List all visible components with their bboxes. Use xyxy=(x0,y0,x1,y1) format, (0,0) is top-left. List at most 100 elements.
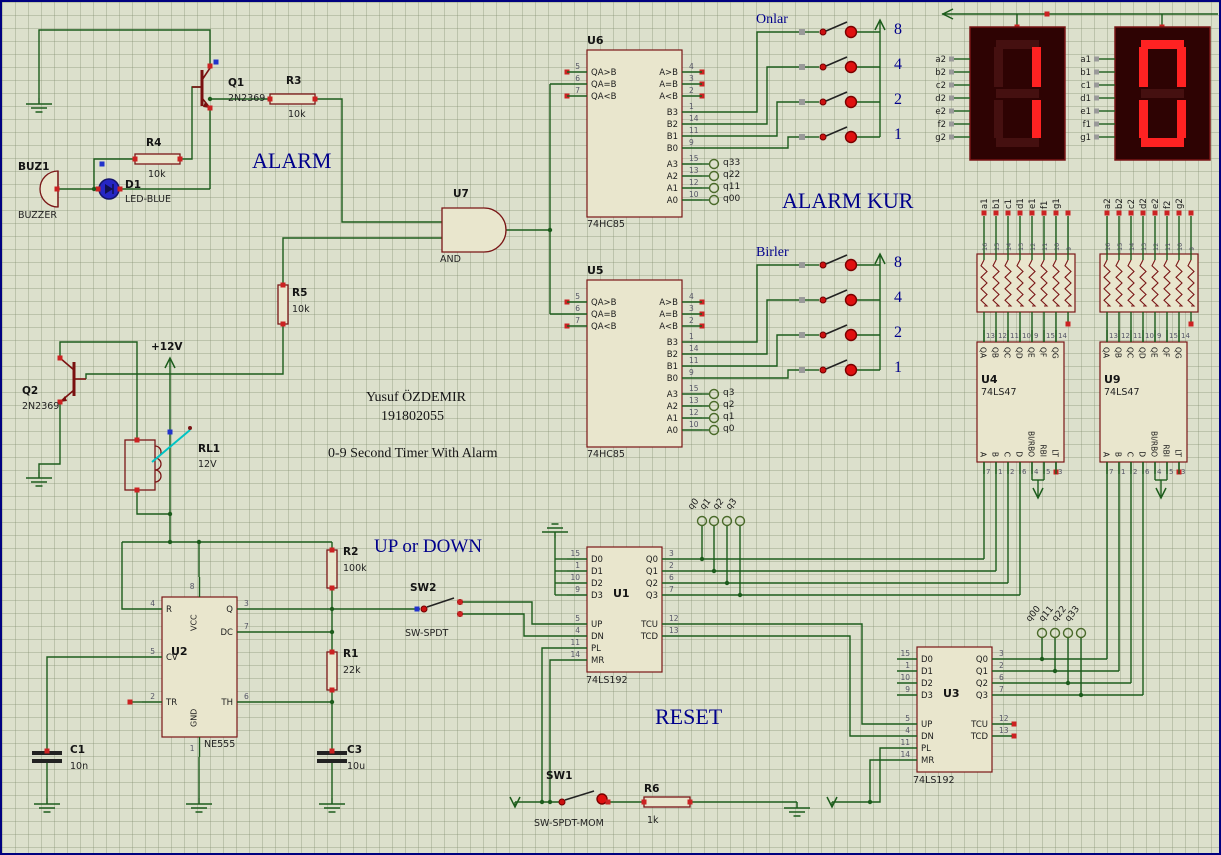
svg-text:15: 15 xyxy=(570,549,580,558)
switch-led-group-onlar[interactable] xyxy=(799,21,880,144)
svg-text:5: 5 xyxy=(905,714,910,723)
svg-text:4: 4 xyxy=(689,62,694,71)
svg-text:11: 11 xyxy=(689,356,699,365)
svg-text:5: 5 xyxy=(1046,468,1050,476)
led-d1[interactable] xyxy=(98,178,120,200)
svg-text:7: 7 xyxy=(244,622,249,631)
wire-junction-dot xyxy=(1065,680,1071,686)
chip-u3[interactable]: 15D01D110D29D35UP4DN11PL14MR3Q02Q16Q27Q3… xyxy=(897,646,1012,773)
svg-text:LT: LT xyxy=(1051,449,1060,457)
svg-text:10: 10 xyxy=(900,673,910,682)
svg-text:3: 3 xyxy=(689,304,694,313)
svg-text:B: B xyxy=(1114,452,1123,457)
svg-text:QF: QF xyxy=(1039,347,1048,357)
switch-led-group-birler[interactable] xyxy=(799,254,880,377)
chip-u9[interactable]: 13QA12QB11QC10QD9QE15QF14QG7A1B2C6D4BI/R… xyxy=(1099,330,1190,476)
resistor-r1 xyxy=(326,651,338,691)
svg-text:7: 7 xyxy=(575,86,580,95)
svg-text:14: 14 xyxy=(1128,243,1136,251)
svg-text:2: 2 xyxy=(150,692,155,701)
svg-text:d1: d1 xyxy=(1080,94,1091,104)
svg-text:1: 1 xyxy=(998,468,1002,476)
svg-text:11: 11 xyxy=(1010,332,1019,340)
svg-text:3: 3 xyxy=(999,649,1004,658)
pin-end-marker xyxy=(134,437,140,443)
transistor-q1[interactable] xyxy=(192,67,211,109)
net-terminal-circle xyxy=(721,515,733,527)
svg-text:4: 4 xyxy=(575,626,580,635)
svg-text:10: 10 xyxy=(1022,332,1031,340)
net-terminal-circle xyxy=(1049,627,1061,639)
wires xyxy=(38,13,1218,807)
svg-text:e2: e2 xyxy=(935,107,946,117)
svg-text:C: C xyxy=(1126,452,1135,457)
svg-text:B1: B1 xyxy=(667,132,678,142)
svg-text:D3: D3 xyxy=(921,691,933,701)
svg-text:1: 1 xyxy=(1121,468,1125,476)
svg-text:A<B: A<B xyxy=(659,92,678,102)
svg-text:A0: A0 xyxy=(667,196,678,206)
wire-junction-dot xyxy=(207,96,213,102)
svg-text:3: 3 xyxy=(669,549,674,558)
wire-junction-dot xyxy=(91,186,97,192)
relay-rl1[interactable] xyxy=(124,426,192,491)
svg-text:DC: DC xyxy=(221,628,234,638)
pin-end-marker xyxy=(267,96,273,102)
svg-text:2: 2 xyxy=(689,316,694,325)
pin-end-marker xyxy=(641,799,647,805)
segment-d xyxy=(996,138,1039,147)
svg-text:f2: f2 xyxy=(1163,201,1173,209)
svg-text:g2: g2 xyxy=(1175,198,1185,209)
svg-text:D1: D1 xyxy=(591,567,603,577)
svg-text:12: 12 xyxy=(1152,243,1160,251)
junction-marker xyxy=(213,59,219,65)
svg-text:14: 14 xyxy=(1181,332,1190,340)
svg-text:3: 3 xyxy=(1058,468,1062,476)
switch-sw2[interactable] xyxy=(420,597,463,617)
svg-text:D0: D0 xyxy=(591,555,603,565)
svg-text:12: 12 xyxy=(999,714,1009,723)
svg-text:7: 7 xyxy=(575,316,580,325)
svg-text:1: 1 xyxy=(689,102,694,111)
svg-text:A2: A2 xyxy=(667,402,678,412)
chip-u6[interactable]: 5QA>B6QA=B7QA<B4A>B3A=B2A<B1B314B211B19B… xyxy=(567,49,702,218)
svg-text:6: 6 xyxy=(1022,468,1027,476)
and-gate-u7[interactable] xyxy=(441,207,507,253)
svg-text:c1: c1 xyxy=(1081,81,1091,91)
net-terminal-circle xyxy=(1062,627,1074,639)
svg-text:MR: MR xyxy=(921,756,934,766)
wire-junction-dot xyxy=(329,699,335,705)
svg-text:UP: UP xyxy=(921,720,932,730)
svg-text:5: 5 xyxy=(1169,468,1173,476)
svg-text:14: 14 xyxy=(900,750,910,759)
switch-sw1[interactable] xyxy=(558,790,608,806)
svg-text:c1: c1 xyxy=(1004,199,1014,209)
svg-text:14: 14 xyxy=(570,650,580,659)
resistor-r2 xyxy=(326,549,338,589)
svg-text:e2: e2 xyxy=(1151,198,1161,209)
svg-text:Q1: Q1 xyxy=(976,667,988,677)
svg-text:7: 7 xyxy=(669,585,674,594)
svg-text:6: 6 xyxy=(575,304,580,313)
buzzer-buz1[interactable] xyxy=(39,170,59,208)
chip-u1[interactable]: 15D01D110D29D35UP4DN11PL14MR3Q02Q16Q27Q3… xyxy=(567,546,682,673)
chip-u5[interactable]: 5QA>B6QA=B7QA<B4A>B3A=B2A<B1B314B211B19B… xyxy=(567,279,702,448)
pin-end-marker xyxy=(44,748,50,754)
pin-end-marker xyxy=(207,63,213,69)
svg-text:3: 3 xyxy=(244,599,249,608)
svg-text:D: D xyxy=(1015,451,1024,457)
net-terminal-circle xyxy=(1075,627,1087,639)
svg-text:QA<B: QA<B xyxy=(591,322,617,332)
svg-text:Q2: Q2 xyxy=(976,679,988,689)
pin-end-marker xyxy=(177,156,183,162)
svg-text:c2: c2 xyxy=(1127,199,1137,209)
transistor-q2[interactable] xyxy=(59,357,86,403)
chip-u4[interactable]: 13QA12QB11QC10QD9QE15QF14QG7A1B2C6D4BI/R… xyxy=(976,330,1067,476)
net-terminal-circle xyxy=(708,182,720,194)
svg-text:16: 16 xyxy=(1104,243,1112,251)
